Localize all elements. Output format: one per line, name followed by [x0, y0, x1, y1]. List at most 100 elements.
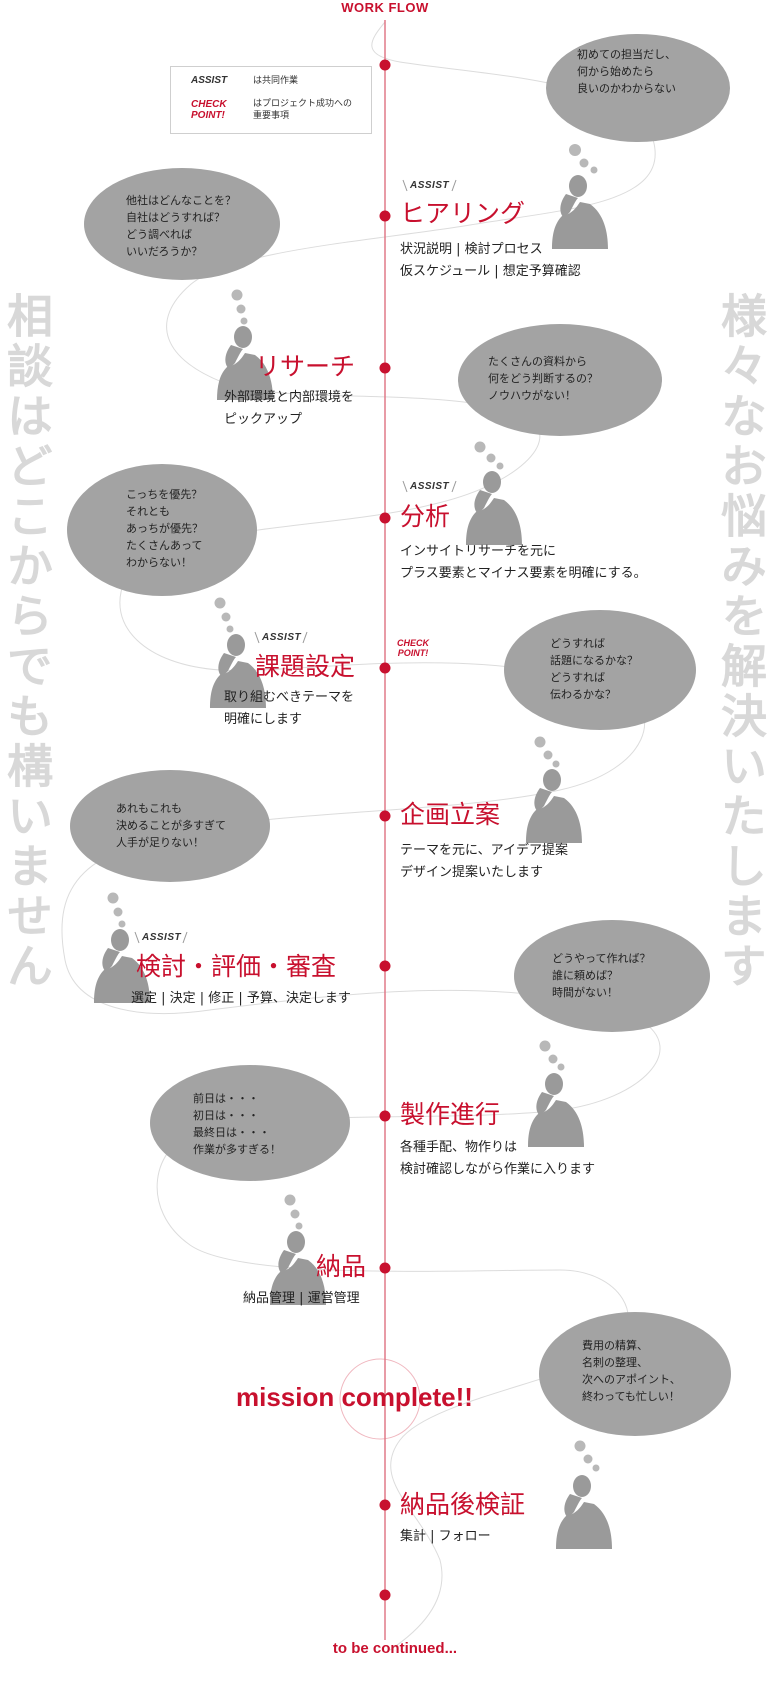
assist-tag-hearing: ASSIST: [410, 180, 450, 191]
thought-bubble-icon: [539, 1312, 731, 1436]
page-title: WORK FLOW: [341, 0, 429, 15]
bubble-text-1: 初めての担当だし、 何から始めたら 良いのかわからない: [577, 46, 676, 97]
bubble-line: 作業が多すぎる！: [193, 1143, 281, 1156]
bubbles: [67, 34, 731, 1436]
to-be-continued: to be continued...: [332, 1640, 458, 1657]
thinking-person-icon: [528, 1073, 584, 1147]
step-desc-hearing: 状況説明 | 検討プロセス 仮スケジュール | 想定予算確認: [400, 239, 581, 283]
check-point-tag: CHECK POINT!: [390, 638, 436, 658]
bubble-line: 終わっても忙しい！: [582, 1390, 680, 1403]
bubble-text-6: あれもこれも 決めることが多すぎて 人手が足りない！: [116, 800, 226, 851]
bubble-line: 前日は・・・: [193, 1092, 259, 1105]
bubble-line: 初日は・・・: [193, 1109, 259, 1122]
step-desc-line: 状況説明 | 検討プロセス: [400, 242, 543, 257]
bubble-line: どうすれば: [550, 637, 605, 650]
thought-bubble-icon: [70, 770, 270, 882]
bubble-line: 次へのアポイント、: [582, 1373, 681, 1386]
thought-bubble-icon: [458, 324, 662, 436]
bubble-text-4: こっちを優先？ それとも あっちが優先？ たくさんあって わからない！: [126, 486, 203, 571]
step-desc-line: 明確にします: [224, 712, 303, 727]
bubble-line: 良いのかわからない: [577, 82, 676, 95]
step-title-hearing: ヒアリング: [400, 199, 526, 228]
bubble-line: ノウハウがない！: [488, 389, 576, 402]
bubble-line: 伝わるかな？: [550, 688, 616, 701]
bubble-line: 他社はどんなことを？: [126, 194, 236, 207]
bubble-line: たくさんの資料から: [488, 355, 587, 368]
timeline-dot-icon: [379, 362, 391, 374]
step-title-research: リサーチ: [255, 352, 356, 381]
bubble-line: 誰に頼めば？: [552, 969, 618, 982]
step-desc-review: 選定 | 決定 | 修正 | 予算、決定します: [131, 988, 351, 1010]
step-desc-line: 選定 | 決定 | 修正 | 予算、決定します: [131, 991, 351, 1006]
timeline-dot-icon: [379, 512, 391, 524]
timeline-dot-icon: [379, 1499, 391, 1511]
thinking-person-icon: [552, 175, 608, 249]
timeline-dot-icon: [379, 960, 391, 972]
step-desc-line: 検討確認しながら作業に入ります: [400, 1162, 596, 1177]
step-desc-line: 集計 | フォロー: [400, 1529, 491, 1544]
bubble-trails: [107, 144, 600, 1472]
assist-tag-analysis: ASSIST: [410, 481, 450, 492]
bubble-line: 最終日は・・・: [193, 1126, 270, 1139]
step-desc-line: ピックアップ: [224, 412, 303, 427]
thought-bubble-icon: [150, 1065, 350, 1181]
legend-check-label-1: CHECK: [191, 99, 227, 110]
assist-tag-review: ASSIST: [142, 932, 182, 943]
thought-bubble-icon: [67, 464, 257, 596]
step-desc-line: デザイン提案いたします: [400, 865, 544, 880]
timeline-dot-icon: [379, 59, 391, 71]
legend-assist-label: ASSIST: [191, 75, 228, 86]
legend-assist-desc: は共同作業: [253, 76, 299, 86]
step-desc-planning: テーマを元に、アイデア提案 デザイン提案いたします: [400, 840, 568, 884]
bubble-text-3: たくさんの資料から 何をどう判断するの？ ノウハウがない！: [488, 353, 598, 404]
bubble-text-7: どうやって作れば？ 誰に頼めば？ 時間がない！: [552, 950, 650, 1001]
step-title-production: 製作進行: [400, 1100, 501, 1129]
thinking-person-icon: [466, 471, 522, 545]
step-desc-issue: 取り組むべきテーマを 明確にします: [224, 687, 354, 731]
mission-circle: [339, 1358, 421, 1440]
bubble-line: 何をどう判断するの？: [488, 372, 598, 385]
step-title-issue: 課題設定: [255, 652, 356, 681]
bubble-line: どうすれば: [550, 671, 605, 684]
step-desc-line: プラス要素とマイナス要素を明確にする。: [400, 566, 647, 581]
step-desc-verification: 集計 | フォロー: [400, 1526, 491, 1548]
timeline-dot-icon: [379, 1589, 391, 1601]
bubble-line: あれもこれも: [116, 802, 182, 815]
thought-bubble-icon: [504, 610, 696, 730]
thought-bubble-icon: [84, 168, 280, 280]
thought-bubble-icon: [514, 920, 710, 1032]
bubble-line: 時間がない！: [552, 986, 618, 999]
legend-check-label-2: POINT!: [191, 110, 225, 121]
thinking-person-icon: [556, 1475, 612, 1549]
step-desc-delivery: 納品管理 | 運営管理: [243, 1288, 360, 1310]
step-desc-line: 取り組むべきテーマを: [224, 690, 355, 705]
timeline-dot-icon: [379, 810, 391, 822]
step-desc-production: 各種手配、物作りは 検討確認しながら作業に入ります: [400, 1137, 595, 1181]
bubble-line: 自社はどうすれば？: [126, 211, 225, 224]
bubble-line: 名刺の整理、: [582, 1356, 648, 1369]
timeline-dot-icon: [379, 1110, 391, 1122]
bubble-line: どう調べれば: [126, 228, 192, 241]
step-desc-line: 仮スケジュール | 想定予算確認: [400, 264, 581, 279]
legend-check-desc-1: はプロジェクト成功への: [253, 99, 353, 109]
bubble-line: 何から始めたら: [577, 65, 654, 78]
check-tag-line-1: CHECK: [396, 638, 429, 648]
legend-check-desc-2: 重要事項: [253, 111, 290, 121]
step-desc-line: 各種手配、物作りは: [400, 1140, 518, 1155]
step-desc-research: 外部環境と内部環境を ピックアップ: [224, 387, 354, 431]
bubble-line: 人手が足りない！: [116, 836, 204, 849]
bubble-line: こっちを優先？: [126, 488, 203, 501]
step-title-delivery: 納品: [316, 1252, 367, 1281]
timeline-dots: [379, 59, 391, 1601]
bubble-line: 初めての担当だし、: [577, 48, 676, 61]
step-desc-line: 納品管理 | 運営管理: [243, 1291, 360, 1306]
step-desc-line: インサイトリサーチを元に: [400, 544, 557, 559]
bubble-text-2: 他社はどんなことを？ 自社はどうすれば？ どう調べれば いいだろうか？: [126, 192, 236, 260]
bubble-text-8: 前日は・・・ 初日は・・・ 最終日は・・・ 作業が多すぎる！: [193, 1090, 281, 1158]
step-desc-line: テーマを元に、アイデア提案: [400, 843, 568, 858]
side-text-left: 相談はどこからでも構いません: [0, 292, 54, 992]
step-title-analysis: 分析: [400, 502, 451, 531]
timeline-dot-icon: [379, 210, 391, 222]
bubble-line: どうやって作れば？: [552, 952, 651, 965]
